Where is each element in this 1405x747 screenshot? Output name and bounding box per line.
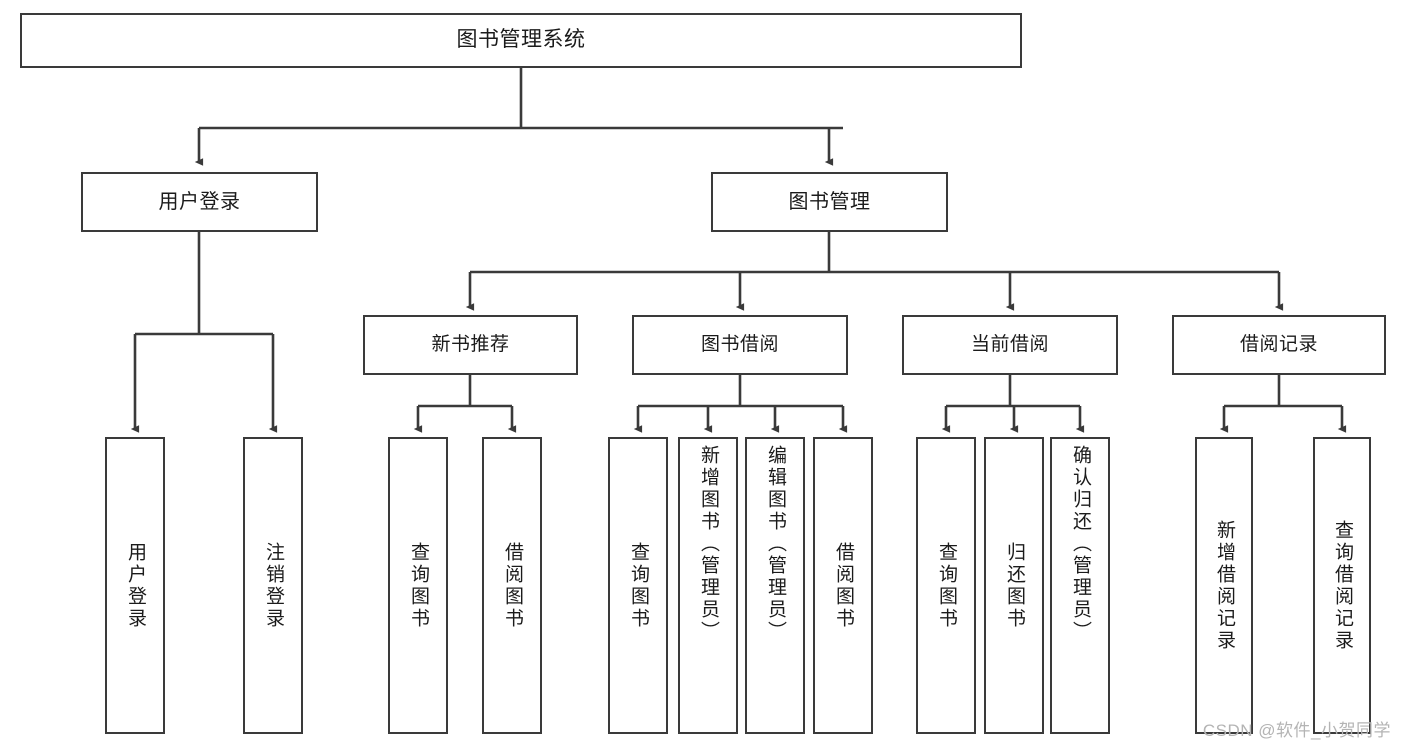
- leaf-user-login-signin[interactable]: 用户登录: [105, 437, 165, 734]
- node-user-login[interactable]: 用户登录: [81, 172, 318, 232]
- node-label: 图书管理: [788, 190, 871, 213]
- leaf-new-book-borrow-book[interactable]: 借阅图书: [482, 437, 542, 734]
- node-book-management[interactable]: 图书管理: [711, 172, 948, 232]
- leaf-borrow-record-query-record[interactable]: 查询借阅记录: [1313, 437, 1371, 734]
- leaf-book-borrow-add-book-admin[interactable]: 新增图书（管理员）: [678, 437, 738, 734]
- leaf-book-borrow-edit-book-admin[interactable]: 编辑图书（管理员）: [745, 437, 805, 734]
- leaf-new-book-query-book[interactable]: 查询图书: [388, 437, 448, 734]
- node-label: 查询图书: [627, 541, 649, 630]
- leaf-borrow-record-add-record[interactable]: 新增借阅记录: [1195, 437, 1253, 734]
- node-label: 查询借阅记录: [1331, 519, 1353, 652]
- leaf-user-login-signout[interactable]: 注销登录: [243, 437, 303, 734]
- node-label: 新增借阅记录: [1213, 519, 1235, 652]
- node-label: 借阅图书: [832, 541, 854, 630]
- leaf-current-borrow-return-book[interactable]: 归还图书: [984, 437, 1044, 734]
- node-label: 查询图书: [407, 541, 429, 630]
- node-label: 归还图书: [1003, 541, 1025, 630]
- node-label: 图书借阅: [700, 334, 779, 356]
- leaf-book-borrow-borrow-book[interactable]: 借阅图书: [813, 437, 873, 734]
- node-borrow-record[interactable]: 借阅记录: [1172, 315, 1386, 375]
- node-label: 新书推荐: [431, 334, 510, 356]
- node-label: 当前借阅: [970, 334, 1049, 356]
- node-label: 注销登录: [262, 541, 284, 630]
- node-label: 借阅记录: [1239, 334, 1318, 356]
- node-root-system[interactable]: 图书管理系统: [20, 13, 1022, 68]
- node-label: 借阅图书: [501, 541, 523, 630]
- node-label: 新增图书（管理员）: [697, 445, 719, 643]
- node-label: 确认归还（管理员）: [1069, 445, 1091, 643]
- node-new-book-recommend[interactable]: 新书推荐: [363, 315, 578, 375]
- node-label: 查询图书: [935, 541, 957, 630]
- node-label: 图书管理系统: [456, 28, 586, 52]
- node-current-borrow[interactable]: 当前借阅: [902, 315, 1118, 375]
- leaf-current-borrow-query-book[interactable]: 查询图书: [916, 437, 976, 734]
- watermark: CSDN @软件_小贺同学: [1202, 721, 1391, 740]
- node-label: 用户登录: [124, 541, 146, 630]
- node-label: 用户登录: [158, 190, 241, 213]
- leaf-current-borrow-confirm-return-admin[interactable]: 确认归还（管理员）: [1050, 437, 1110, 734]
- leaf-book-borrow-query-book[interactable]: 查询图书: [608, 437, 668, 734]
- node-label: 编辑图书（管理员）: [764, 445, 786, 643]
- node-book-borrow[interactable]: 图书借阅: [632, 315, 848, 375]
